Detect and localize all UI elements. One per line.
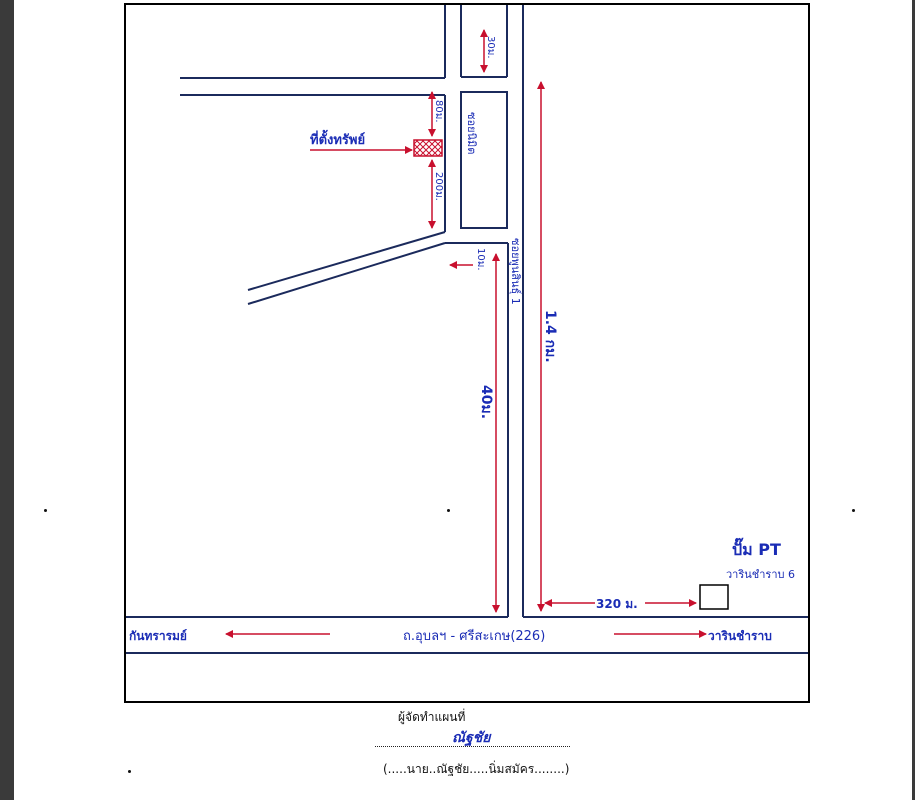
left-destination-label: กันทรารมย์ xyxy=(129,629,187,643)
map-frame xyxy=(124,3,810,703)
signature-line xyxy=(375,746,570,747)
map-maker-title: ผู้จัดทำแผนที่ xyxy=(398,710,466,724)
right-edge-bar xyxy=(912,0,915,800)
distance-label-gas-station: 320 ม. xyxy=(596,597,638,611)
page-dot xyxy=(447,509,450,512)
page-dot xyxy=(128,770,131,773)
soi-name-label: ซอยพูนสินธุ์ 1 xyxy=(509,238,522,305)
gas-station-label: ปั๊ม PT xyxy=(732,537,781,559)
right-destination-label: วารินชำราบ xyxy=(708,629,772,643)
road-lines xyxy=(126,5,808,654)
map-maker-signature: ณัฐชัย xyxy=(452,730,491,746)
gas-station-marker xyxy=(699,584,729,610)
distance-label-above-property: 80ม. xyxy=(433,100,444,123)
left-edge-bar xyxy=(0,0,14,800)
distance-label-side: 10ม. xyxy=(475,248,486,271)
property-marker xyxy=(413,139,443,157)
distance-label-top: 30ม. xyxy=(485,36,496,59)
distance-arrows xyxy=(225,29,707,638)
main-road-label: ถ.อุบลฯ - ศรีสะเกษ(226) xyxy=(403,628,545,644)
distance-label-below-property: 200ม. xyxy=(433,172,444,201)
property-label: ที่ตั้งทรัพย์ xyxy=(310,129,365,148)
page-dot xyxy=(852,509,855,512)
map-maker-name: (.....นาย..ณัฐชัย.....นิ่มสมัคร........) xyxy=(383,762,570,776)
gas-station-sublabel: วารินชำราบ 6 xyxy=(726,568,795,581)
distance-label-right-vertical: 1.4 กม. xyxy=(542,310,558,363)
distance-label-left-vertical: 40ม. xyxy=(478,385,494,419)
page-dot xyxy=(44,509,47,512)
road-label-top: ซอยนิมิต xyxy=(465,112,478,154)
